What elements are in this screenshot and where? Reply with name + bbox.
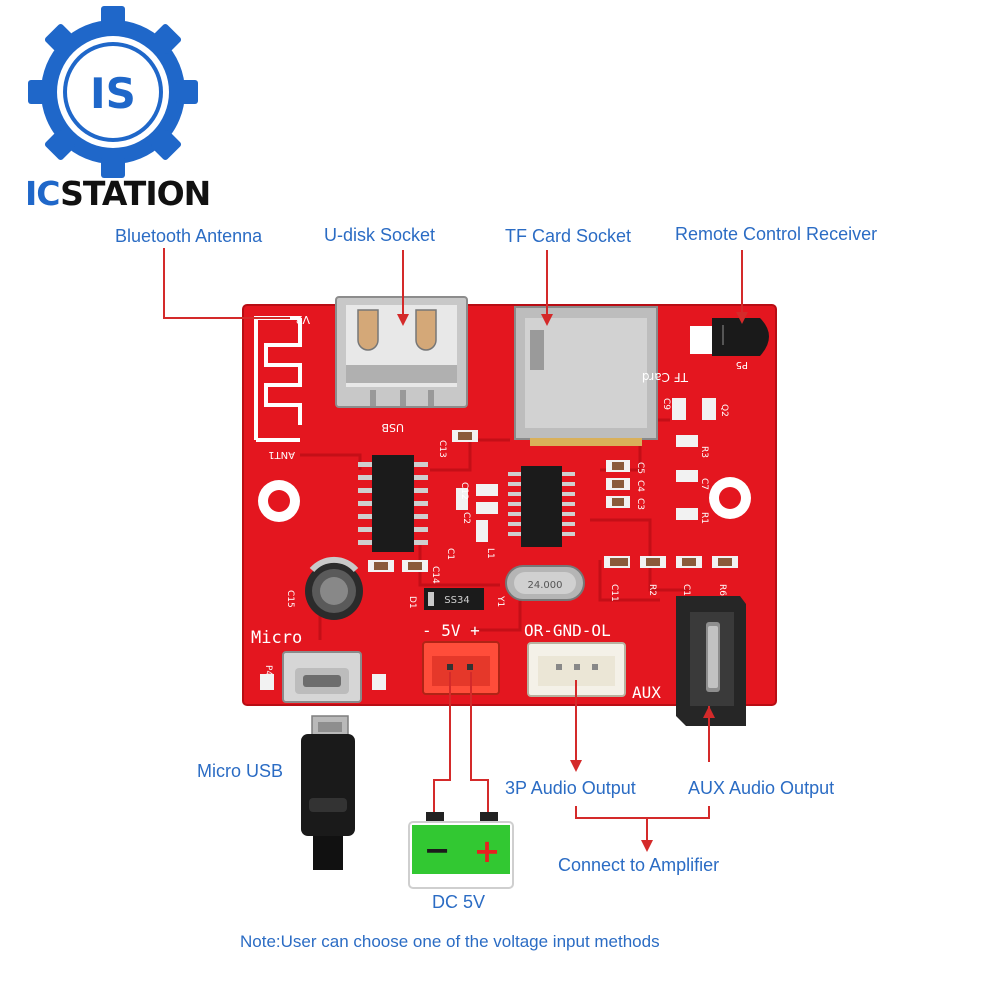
crystal-oscillator: 24.000	[505, 565, 585, 601]
svg-text:P5: P5	[736, 359, 748, 370]
pcb-board: V2 ANT1 USB TF Car	[242, 296, 777, 726]
svg-text:R3: R3	[699, 446, 709, 458]
battery-icon: − +	[408, 812, 514, 889]
svg-text:C5: C5	[635, 462, 645, 474]
silkscreen-labels: C13 C14 C12 C2 C1 L1 C5 C4 C3 C9 Q2 R3 C…	[263, 398, 729, 676]
label-dc-5v: DC 5V	[432, 892, 486, 912]
svg-text:C10: C10	[681, 584, 691, 602]
ic-chip-left	[358, 455, 428, 552]
electrolytic-capacitor	[305, 556, 363, 620]
svg-text:Y1: Y1	[495, 595, 505, 607]
svg-text:C4: C4	[635, 480, 645, 492]
svg-text:TF Card: TF Card	[642, 370, 689, 384]
logo-letters: IS	[90, 69, 136, 118]
svg-text:ANT1: ANT1	[268, 449, 295, 460]
label-connect-to-amplifier: Connect to Amplifier	[558, 855, 720, 875]
label-micro-usb: Micro USB	[197, 761, 284, 781]
brand-suffix: STATION	[60, 174, 211, 213]
aux-3.5mm-jack	[676, 596, 746, 726]
svg-text:C2: C2	[461, 512, 471, 524]
label-tf-card-socket: TF Card Socket	[505, 226, 632, 246]
svg-text:V2: V2	[295, 313, 310, 326]
aux-silk: AUX	[632, 683, 661, 702]
svg-text:D1: D1	[407, 596, 417, 609]
power-header-5v	[422, 641, 500, 695]
svg-text:C13: C13	[437, 440, 447, 458]
label-bluetooth-antenna: Bluetooth Antenna	[115, 226, 263, 246]
mounting-hole-left	[258, 480, 300, 522]
label-u-disk-socket: U-disk Socket	[324, 225, 436, 245]
svg-text:USB: USB	[381, 421, 404, 434]
micro-usb-connector	[260, 651, 386, 703]
mounting-hole-right	[709, 477, 751, 519]
svg-text:L1: L1	[485, 548, 495, 559]
svg-text:R2: R2	[647, 584, 657, 596]
ir-remote-receiver	[690, 318, 769, 356]
svg-text:C7: C7	[699, 478, 709, 490]
leader-arrowheads	[397, 312, 748, 852]
battery-minus-sign: −	[424, 831, 451, 869]
svg-text:SS34: SS34	[444, 595, 469, 606]
usb-a-socket	[335, 296, 468, 408]
leader-lines	[163, 248, 743, 842]
svg-text:C14: C14	[430, 566, 440, 584]
note-voltage-input: Note:User can choose one of the voltage …	[240, 932, 660, 951]
tf-card-socket	[514, 306, 658, 446]
svg-text:C3: C3	[635, 498, 645, 510]
battery-plus-sign: +	[474, 832, 501, 870]
label-aux-audio-output: AUX Audio Output	[688, 778, 835, 798]
svg-text:P4: P4	[263, 665, 273, 676]
svg-text:R6: R6	[717, 584, 727, 596]
svg-text:C9: C9	[661, 398, 671, 410]
svg-text:R1: R1	[699, 512, 709, 524]
svg-text:24.000: 24.000	[528, 580, 563, 591]
svg-text:Q2: Q2	[719, 404, 729, 417]
audio-header-3p	[527, 642, 626, 697]
label-remote-control-receiver: Remote Control Receiver	[675, 224, 878, 244]
5v-silk: - 5V +	[422, 621, 480, 640]
or-gnd-ol-silk: OR-GND-OL	[524, 621, 611, 640]
svg-text:C11: C11	[609, 584, 619, 602]
micro-usb-cable-plug	[301, 715, 355, 870]
svg-text:C15: C15	[285, 590, 295, 608]
icstation-gear-logo: IS	[28, 6, 198, 178]
svg-text:C1: C1	[445, 548, 455, 560]
label-3p-audio-output: 3P Audio Output	[505, 778, 636, 798]
brand-wordmark: ICSTATION	[25, 174, 211, 213]
ic-chip-center	[508, 466, 575, 547]
brand-prefix: IC	[25, 174, 61, 213]
svg-text:C12: C12	[459, 482, 469, 500]
micro-silk: Micro	[251, 628, 302, 648]
ss34-diode: SS34	[424, 588, 484, 610]
